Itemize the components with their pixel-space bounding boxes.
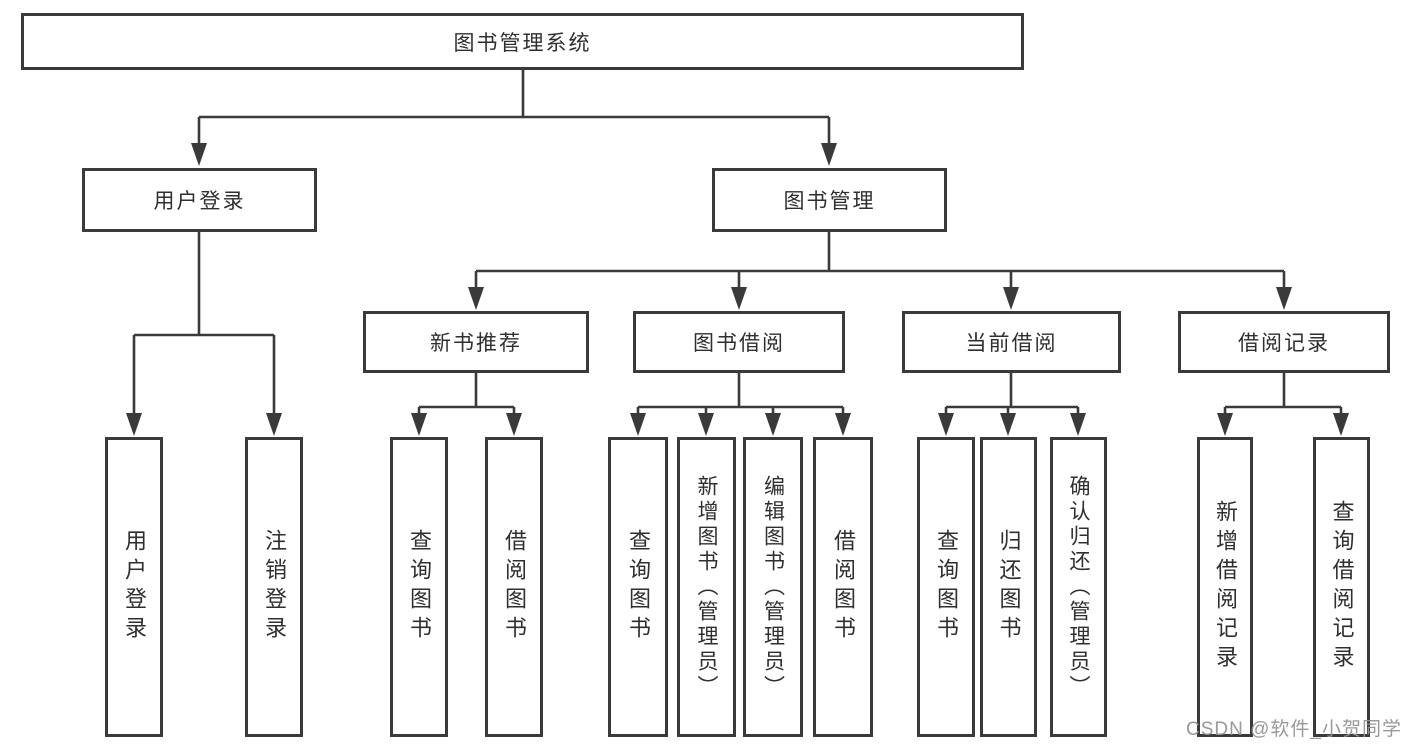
leaf-add-borrow-record: 新增借阅记录 (1197, 437, 1253, 737)
leaf-label: 查询图书 (626, 529, 651, 645)
section-borrow-records: 借阅记录 (1178, 311, 1390, 373)
leaf-label: 查询图书 (934, 529, 959, 645)
branch-label: 用户登录 (153, 190, 246, 213)
leaf-borrow-book: 借阅图书 (813, 437, 873, 737)
root-node-label: 图书管理系统 (453, 31, 592, 55)
leaf-add-book-admin: 新增图书（管理员） (677, 437, 736, 737)
leaf-confirm-return-admin: 确认归还（管理员） (1050, 437, 1107, 737)
section-current-borrow: 当前借阅 (902, 311, 1121, 373)
section-label: 当前借阅 (965, 332, 1058, 355)
leaf-label: 注销登录 (262, 529, 287, 645)
branch-user-login: 用户登录 (82, 168, 317, 232)
leaf-query-borrow-record: 查询借阅记录 (1313, 437, 1370, 737)
leaf-label: 编辑图书（管理员） (761, 474, 785, 700)
leaf-label: 新增图书（管理员） (695, 474, 718, 700)
section-label: 借阅记录 (1238, 332, 1330, 355)
branch-label: 图书管理 (783, 190, 876, 213)
leaf-label: 确认归还（管理员） (1067, 474, 1090, 700)
leaf-label: 新增借阅记录 (1213, 500, 1238, 674)
leaf-label: 借阅图书 (502, 529, 527, 645)
leaf-label: 借阅图书 (831, 529, 856, 645)
branch-book-management: 图书管理 (712, 168, 947, 232)
leaf-label: 查询图书 (407, 529, 432, 645)
leaf-return-book: 归还图书 (980, 437, 1037, 737)
section-label: 图书借阅 (693, 332, 785, 355)
section-label: 新书推荐 (430, 332, 522, 355)
leaf-query-book-borrow: 查询图书 (608, 437, 668, 737)
leaf-query-book-recommend: 查询图书 (390, 437, 448, 737)
leaf-label: 归还图书 (996, 529, 1022, 645)
leaf-query-book-current: 查询图书 (917, 437, 975, 737)
leaf-logout: 注销登录 (245, 437, 303, 737)
section-book-borrow: 图书借阅 (633, 311, 845, 373)
root-node-library-system: 图书管理系统 (21, 13, 1024, 70)
leaf-user-login: 用户登录 (105, 437, 163, 737)
section-new-book-recommend: 新书推荐 (363, 311, 589, 373)
leaf-borrow-book-recommend: 借阅图书 (485, 437, 543, 737)
leaf-label: 用户登录 (122, 529, 147, 645)
leaf-label: 查询借阅记录 (1329, 500, 1355, 674)
arrowheads (126, 143, 1349, 436)
watermark: CSDN @软件_小贺同学 (1186, 719, 1402, 740)
connector-lines (132, 70, 1343, 417)
leaf-edit-book-admin: 编辑图书（管理员） (743, 437, 803, 737)
